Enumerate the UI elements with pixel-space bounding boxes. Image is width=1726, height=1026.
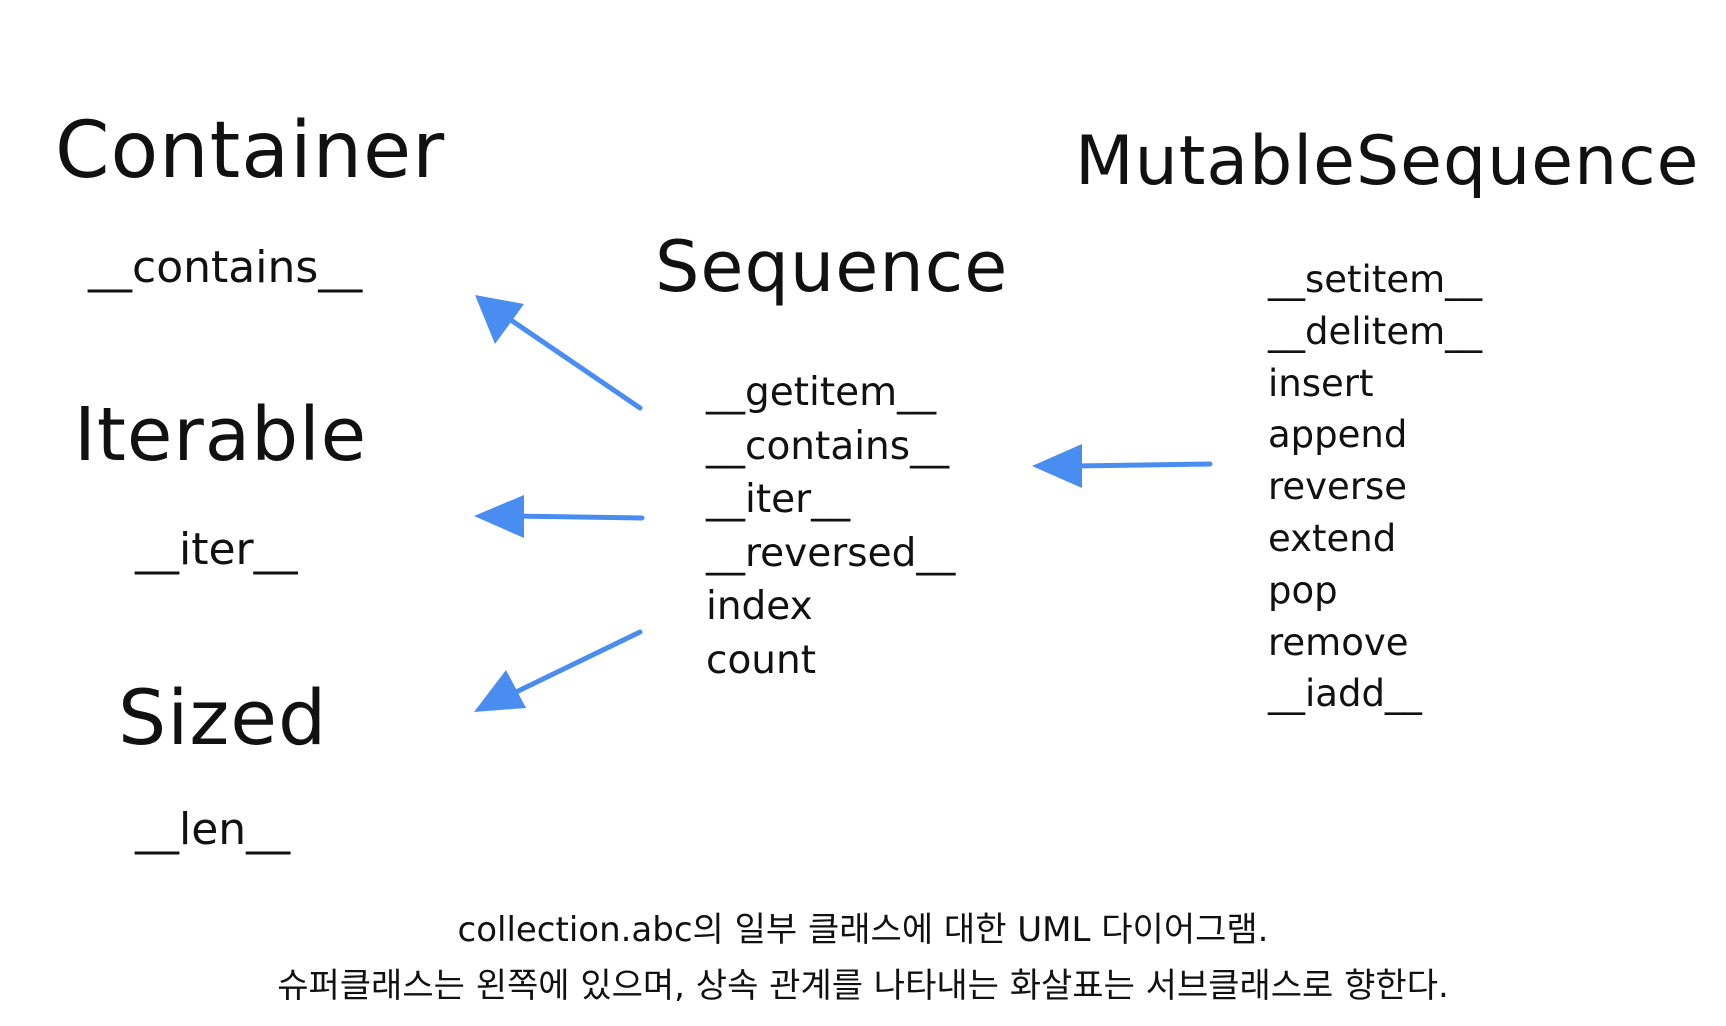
method-item: extend [1268, 516, 1397, 560]
method-item: __delitem__ [1268, 309, 1483, 353]
sized-method-list: __len__ [135, 800, 290, 860]
method-item: count [706, 637, 817, 683]
diagram-caption: collection.abc의 일부 클래스에 대한 UML 다이어그램. 슈퍼… [0, 902, 1726, 1014]
method-item: __iter__ [706, 477, 851, 522]
method-item: __getitem__ [706, 370, 937, 415]
method-item: __iadd__ [1268, 672, 1422, 716]
arrow-mutableseq-to-sequence [1071, 461, 1213, 469]
caption-line-2: 슈퍼클래스는 왼쪽에 있으며, 상속 관계를 나타내는 화살표는 서브클래스로 … [277, 966, 1449, 1006]
method-item: __len__ [135, 804, 291, 855]
method-item: remove [1268, 620, 1409, 664]
container-class-title: Container [55, 106, 446, 196]
sized-class-title: Sized [118, 673, 328, 762]
arrow-head-iterable [474, 495, 524, 538]
arrow-head-container [475, 295, 524, 344]
method-item: __setitem__ [1268, 258, 1483, 301]
method-item: __contains__ [88, 242, 363, 293]
method-item: reverse [1268, 465, 1408, 509]
iterable-class-title: Iterable [74, 392, 368, 478]
method-item: pop [1268, 568, 1338, 612]
method-item: __reversed__ [706, 530, 956, 576]
method-item: append [1268, 413, 1408, 457]
arrow-sequence-to-iterable [509, 513, 645, 521]
mutable-sequence-method-list: __setitem__ __delitem__ insert append re… [1268, 254, 1482, 720]
method-item: __contains__ [706, 423, 950, 469]
arrow-sequence-to-container [502, 313, 643, 411]
iterable-method-list: __iter__ [135, 520, 298, 580]
method-item: __iter__ [135, 524, 298, 575]
sequence-class-title: Sequence [655, 226, 1009, 308]
mutable-sequence-class-title: MutableSequence [1075, 122, 1700, 201]
method-item: index [706, 584, 813, 629]
arrow-head-sequence [1032, 444, 1082, 488]
sequence-method-list: __getitem__ __contains__ __iter__ __reve… [706, 366, 955, 687]
arrow-head-sized [474, 670, 526, 712]
method-item: insert [1268, 361, 1374, 405]
container-method-list: __contains__ [88, 238, 362, 298]
arrow-sequence-to-sized [509, 629, 643, 697]
caption-line-1: collection.abc의 일부 클래스에 대한 UML 다이어그램. [457, 910, 1269, 950]
